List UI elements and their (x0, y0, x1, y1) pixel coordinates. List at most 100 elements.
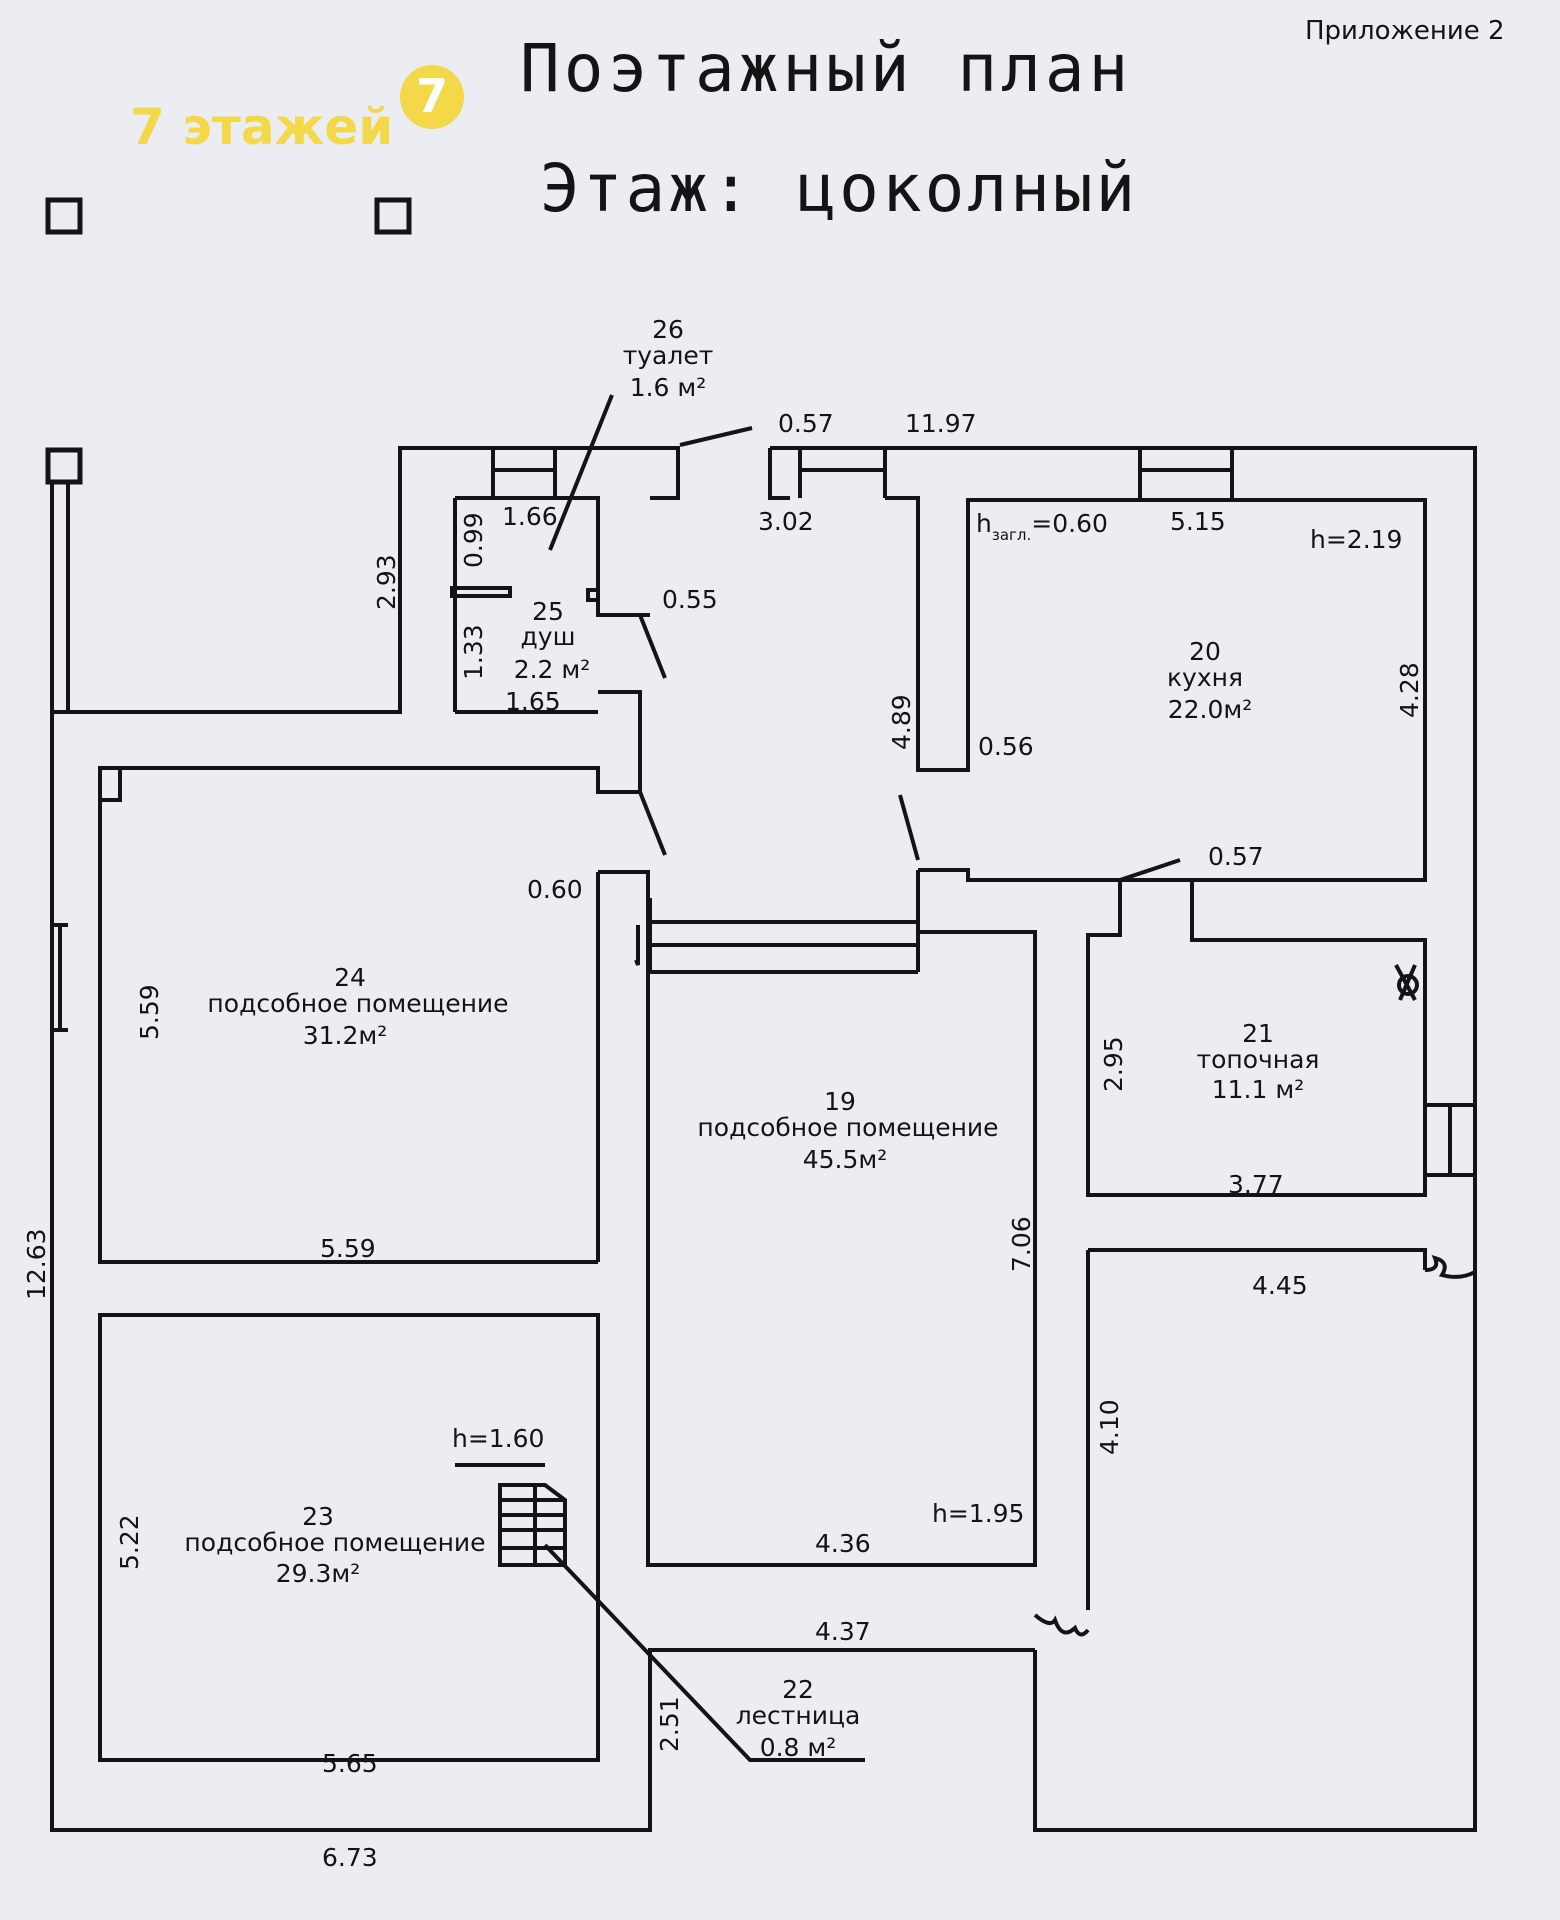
dim-label: 0.57 (1208, 842, 1264, 871)
room-22-area: 0.8 м² (760, 1733, 837, 1762)
interior-wall (885, 496, 1427, 1197)
dimension-labels: 0.57 11.97 3.02 1.66 0.99 2.93 0.55 1.33… (22, 409, 1424, 1872)
dim-label: h=1.95 (932, 1499, 1024, 1528)
walls (50, 394, 1477, 1832)
dim-label: 0.99 (459, 512, 488, 568)
interior-wall (918, 868, 1120, 882)
dim-label: 6.73 (322, 1843, 378, 1872)
door-swing (898, 794, 920, 861)
dim-label: 3.02 (758, 507, 814, 536)
room-22-name: лестница (736, 1701, 861, 1730)
watermark-text: 7 этажей (130, 98, 394, 156)
room-21-name: топочная (1197, 1045, 1320, 1074)
dim-label: 7.06 (1007, 1216, 1036, 1272)
dim-label: 0.56 (978, 732, 1034, 761)
dim-label: 12.63 (22, 1228, 51, 1300)
room-25-area: 2.2 м² (514, 655, 591, 684)
leader-line (548, 394, 614, 551)
dim-label: 1.33 (459, 624, 488, 680)
interior-wall (455, 496, 650, 617)
room-20-area: 22.0м² (1168, 695, 1253, 724)
dim-label: 0.55 (662, 585, 718, 614)
dim-label: 4.28 (1395, 662, 1424, 718)
outer-wall (768, 448, 790, 500)
door-swing (638, 614, 667, 856)
room-20-name: кухня (1167, 663, 1243, 692)
dim-label: 4.36 (815, 1529, 871, 1558)
interior-wall (1088, 1248, 1427, 1270)
outer-wall (52, 446, 680, 714)
interior-wall (598, 870, 1037, 1567)
dim-label: 2.51 (655, 1696, 684, 1752)
corner-mark (45, 197, 83, 235)
room-20-number: 20 (1189, 637, 1221, 666)
dim-label: 4.37 (815, 1617, 871, 1646)
leader-line (679, 426, 753, 447)
dim-label-h-zagl: hзагл.=0.60 (976, 509, 1108, 544)
room-21-number: 21 (1242, 1019, 1274, 1048)
dim-label: 4.10 (1095, 1399, 1124, 1455)
break-line (1424, 1255, 1476, 1279)
page-title: Поэтажный план (520, 30, 1133, 107)
marker (100, 766, 122, 802)
leader-line (543, 1543, 865, 1762)
dim-label: 5.22 (115, 1514, 144, 1570)
partition (586, 588, 600, 602)
dim-label: 11.97 (905, 409, 977, 438)
room-23-name: подсобное помещение (184, 1528, 485, 1557)
window (1138, 448, 1234, 498)
opening (650, 920, 918, 974)
dim-label: 4.45 (1252, 1271, 1308, 1300)
partition (450, 586, 512, 598)
window (491, 448, 557, 498)
window (798, 448, 887, 498)
room-23-number: 23 (302, 1502, 334, 1531)
room-26-number: 26 (652, 315, 684, 344)
dim-label: 5.59 (135, 984, 164, 1040)
interior-wall (918, 930, 1037, 1565)
dim-label: 0.60 (527, 875, 583, 904)
appendix-label: Приложение 2 (1305, 16, 1505, 46)
registration-marks (45, 197, 412, 485)
staircase (498, 1483, 567, 1567)
outer-wall (770, 446, 1477, 1832)
window (1425, 1103, 1475, 1177)
dim-label: 5.59 (320, 1234, 376, 1263)
h-zagl-value: =0.60 (1031, 509, 1108, 538)
room-25-name: душ (521, 622, 576, 651)
room-19-name: подсобное помещение (697, 1113, 998, 1142)
dim-label: 0.57 (778, 409, 834, 438)
room-19-number: 19 (824, 1087, 856, 1116)
room-24-number: 24 (334, 963, 366, 992)
floor-subtitle: Этаж: цоколный (540, 150, 1139, 227)
dim-label: 1.65 (505, 687, 561, 716)
room-26-name: туалет (623, 341, 714, 370)
outer-wall (50, 482, 1035, 1832)
h-zagl-subscript: загл. (992, 526, 1031, 544)
room-22-number: 22 (782, 1675, 814, 1704)
dim-label: h=1.60 (452, 1424, 544, 1453)
break-line (1033, 1613, 1090, 1637)
watermark-logo-icon: 7 (400, 65, 464, 129)
leader-line (1119, 858, 1181, 882)
dim-label: 2.93 (372, 554, 401, 610)
dim-label: 4.89 (887, 694, 916, 750)
room-25-number: 25 (532, 597, 564, 626)
room-24-name: подсобное помещение (207, 989, 508, 1018)
room-23-area: 29.3м² (276, 1559, 361, 1588)
room-19-area: 45.5м² (803, 1145, 888, 1174)
dim-label: 5.65 (322, 1749, 378, 1778)
dim-label: 1.66 (502, 502, 558, 531)
h-zagl-symbol: h (976, 509, 992, 538)
corner-mark (45, 447, 83, 485)
room-labels: 26 туалет 1.6 м² 25 душ 2.2 м² 20 кухня … (184, 315, 1319, 1762)
room-21-area: 11.1 м² (1212, 1075, 1305, 1104)
room-26-area: 1.6 м² (630, 373, 707, 402)
interior-wall (98, 690, 642, 1264)
boiler-icon (1397, 974, 1419, 996)
watermark-logo-glyph: 7 (415, 69, 448, 123)
arrow-icon (634, 925, 640, 966)
dim-label: 2.95 (1099, 1036, 1128, 1092)
